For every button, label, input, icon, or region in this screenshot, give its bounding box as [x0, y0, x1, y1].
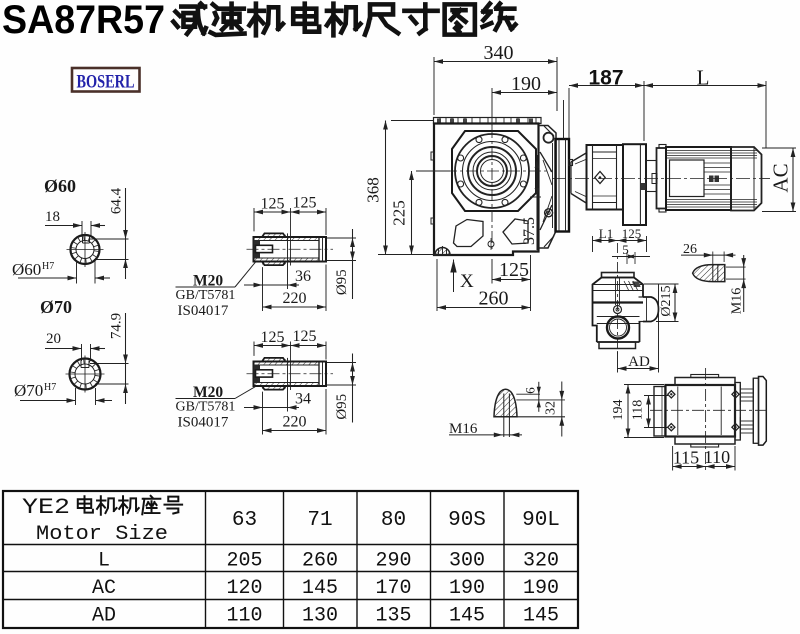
svg-text:34: 34 [295, 391, 311, 408]
svg-text:YE2: YE2 [22, 495, 70, 520]
svg-text:340: 340 [484, 42, 514, 64]
svg-text:190: 190 [449, 577, 485, 600]
svg-text:Ø60: Ø60 [12, 260, 41, 279]
svg-text:63: 63 [232, 509, 257, 532]
svg-text:32: 32 [544, 401, 559, 415]
svg-text:290: 290 [375, 550, 411, 573]
svg-text:135: 135 [375, 605, 411, 628]
svg-text:M16: M16 [449, 421, 478, 437]
svg-text:L: L [98, 550, 110, 573]
svg-text:205: 205 [226, 550, 262, 573]
svg-text:110: 110 [226, 605, 262, 628]
svg-text:L: L [697, 66, 710, 90]
svg-text:BOSERL: BOSERL [77, 72, 135, 93]
svg-text:37.5: 37.5 [521, 217, 538, 245]
svg-text:125: 125 [499, 259, 529, 281]
svg-text:Ø60: Ø60 [44, 176, 76, 196]
svg-text:300: 300 [449, 550, 485, 573]
svg-text:M20: M20 [193, 384, 223, 401]
svg-text:64.4: 64.4 [108, 187, 124, 214]
svg-text:74.9: 74.9 [108, 313, 124, 339]
svg-text:190: 190 [511, 73, 541, 95]
svg-text:125: 125 [261, 329, 285, 346]
svg-text:IS04017: IS04017 [178, 303, 229, 319]
svg-text:125: 125 [261, 196, 285, 213]
svg-text:Ø95: Ø95 [334, 394, 350, 420]
svg-text:170: 170 [375, 577, 411, 600]
svg-text:115: 115 [673, 448, 699, 468]
svg-text:Ø70: Ø70 [40, 297, 72, 317]
svg-text:20: 20 [46, 331, 61, 347]
svg-text:AD: AD [628, 354, 650, 370]
svg-text:320: 320 [523, 550, 559, 573]
svg-text:X: X [460, 271, 474, 292]
svg-text:SA87R57: SA87R57 [2, 0, 165, 42]
svg-text:80: 80 [381, 509, 406, 532]
svg-text:190: 190 [523, 577, 559, 600]
svg-text:71: 71 [307, 509, 332, 532]
svg-text:18: 18 [45, 209, 60, 225]
svg-text:145: 145 [523, 605, 559, 628]
svg-text:M16: M16 [730, 288, 745, 314]
svg-text:Ø95: Ø95 [334, 269, 350, 295]
svg-text:AD: AD [92, 605, 116, 628]
svg-text:145: 145 [449, 605, 485, 628]
svg-text:194: 194 [611, 400, 626, 421]
svg-text:145: 145 [302, 577, 338, 600]
svg-text:125: 125 [622, 226, 642, 241]
svg-text:H7: H7 [42, 261, 54, 272]
svg-text:L1: L1 [599, 226, 613, 241]
svg-text:GB/T5781: GB/T5781 [176, 288, 236, 303]
svg-text:90S: 90S [448, 509, 486, 532]
svg-text:220: 220 [283, 290, 307, 307]
svg-text:36: 36 [295, 268, 311, 285]
svg-text:Ø70: Ø70 [14, 381, 43, 400]
svg-text:187: 187 [588, 67, 623, 90]
svg-text:260: 260 [302, 550, 338, 573]
svg-text:AC: AC [92, 577, 116, 600]
svg-text:90L: 90L [522, 509, 560, 532]
svg-text:368: 368 [363, 177, 382, 203]
svg-text:M20: M20 [193, 273, 223, 290]
svg-text:118: 118 [631, 400, 646, 420]
svg-text:IS04017: IS04017 [178, 415, 229, 431]
svg-text:Ø215: Ø215 [659, 285, 674, 316]
svg-text:H7: H7 [44, 382, 56, 393]
svg-text:125: 125 [293, 328, 317, 345]
svg-text:Motor Size: Motor Size [36, 523, 168, 546]
svg-text:225: 225 [389, 200, 408, 226]
svg-text:AC: AC [768, 163, 792, 192]
svg-text:26: 26 [683, 242, 697, 257]
svg-text:6: 6 [522, 387, 537, 394]
svg-text:5: 5 [622, 242, 629, 257]
svg-text:125: 125 [293, 195, 317, 212]
svg-text:120: 120 [226, 577, 262, 600]
svg-text:GB/T5781: GB/T5781 [176, 400, 236, 415]
svg-text:130: 130 [302, 605, 338, 628]
svg-text:220: 220 [283, 414, 307, 431]
svg-text:110: 110 [704, 447, 730, 467]
svg-text:260: 260 [479, 288, 509, 310]
